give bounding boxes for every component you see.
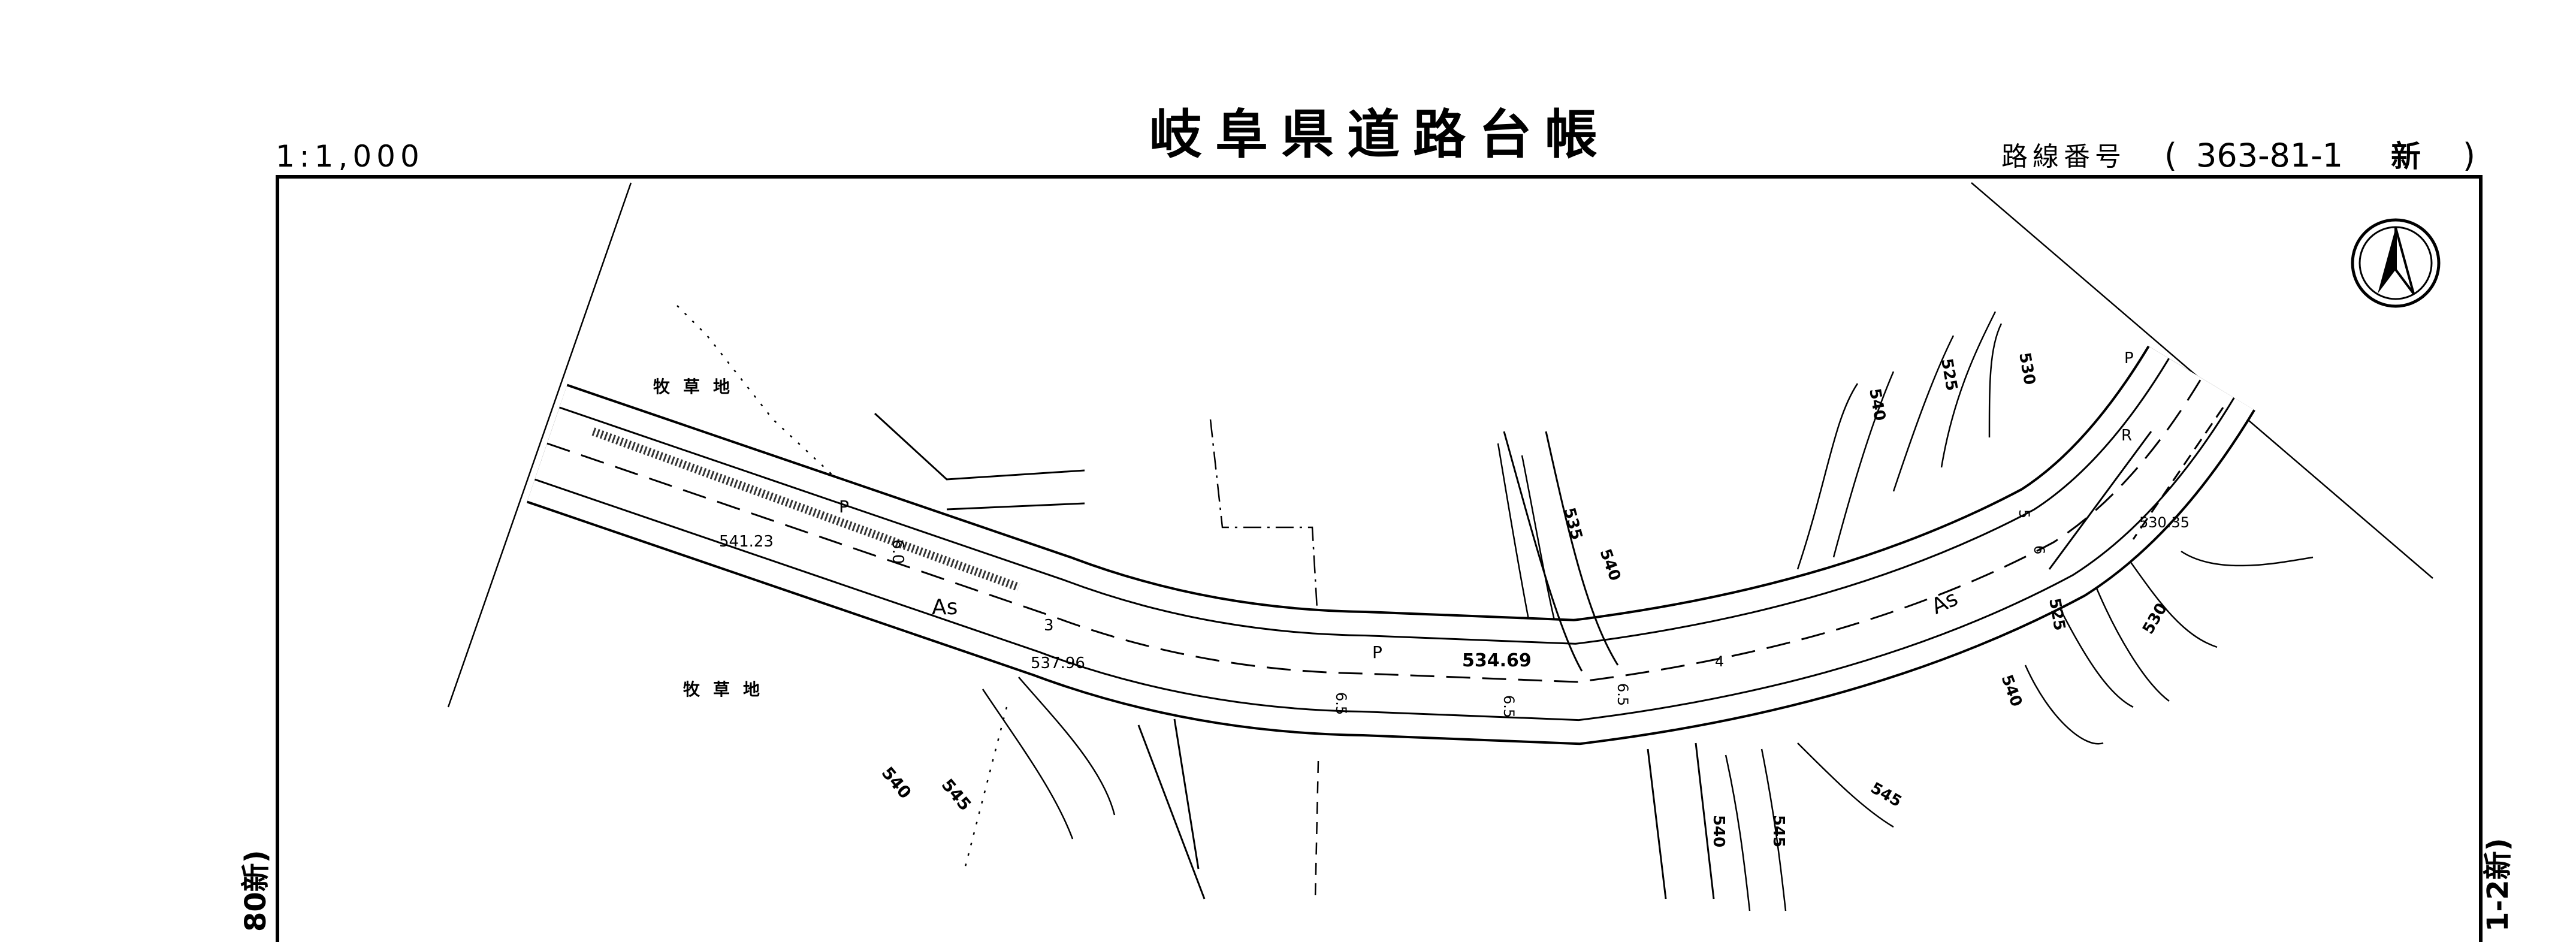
elevation-label: 537.96 — [1031, 654, 1085, 672]
feature-mark: 3 — [1044, 617, 1054, 635]
feature-mark: 6.5 — [1500, 695, 1517, 718]
left-adjacent-sheet: 80新) — [239, 850, 273, 932]
contour-label: 545 — [1769, 815, 1787, 847]
contour-label: 545 — [938, 775, 976, 814]
feature-mark: 6.5 — [1614, 683, 1631, 706]
feature-mark: P — [839, 497, 849, 517]
right-adjacent-sheet: 1-2新) — [2481, 838, 2515, 932]
prefectural-road — [527, 345, 2255, 745]
scale-label: 1:1,000 — [276, 139, 424, 174]
feature-mark: 4 — [1715, 653, 1724, 670]
north-arrow-icon — [2351, 218, 2441, 308]
elevation-label: 530.35 — [2139, 514, 2190, 531]
route-number-label: 路線番号 — [2001, 141, 2126, 172]
route-number-close: ) — [2463, 137, 2475, 174]
elevation-label: 541.23 — [719, 533, 774, 551]
contour-label: 545 — [1868, 779, 1905, 811]
contour-label: 530 — [2139, 600, 2171, 637]
route-number-block: 路線番号 ( 363-81-1 新 ) — [2001, 137, 2475, 174]
elevation-label: 534.69 — [1462, 650, 1532, 671]
feature-mark: 5 — [2016, 509, 2033, 518]
surface-label: As — [932, 595, 958, 620]
land-use-label: 牧草地 — [683, 680, 773, 699]
feature-mark: P — [1372, 642, 1382, 662]
sheet-title: 岐阜県道路台帳 — [1149, 104, 1611, 165]
route-number-open: ( — [2164, 137, 2177, 174]
contour-lines — [982, 311, 2314, 911]
contour-label: 525 — [1937, 357, 1961, 393]
feature-mark: 6 — [2031, 545, 2047, 554]
contour-label: 540 — [878, 763, 916, 802]
side-road — [1503, 407, 2224, 899]
feature-mark: P — [2124, 349, 2134, 367]
feature-mark: 6.5 — [1333, 692, 1349, 715]
feature-mark: 6.0 — [889, 539, 907, 564]
contour-label: 535 — [1560, 506, 1586, 542]
route-number: 363-81-1 — [2196, 137, 2343, 174]
land-use-label: 牧草地 — [653, 377, 743, 397]
contour-label: 540 — [1710, 815, 1728, 847]
contour-label: 530 — [2015, 351, 2039, 387]
contour-label: 540 — [1596, 547, 1624, 583]
route-number-suffix: 新 — [2391, 139, 2421, 174]
map-frame — [276, 175, 2483, 942]
contour-label: 540 — [1997, 672, 2025, 709]
feature-mark: R — [2121, 427, 2132, 445]
